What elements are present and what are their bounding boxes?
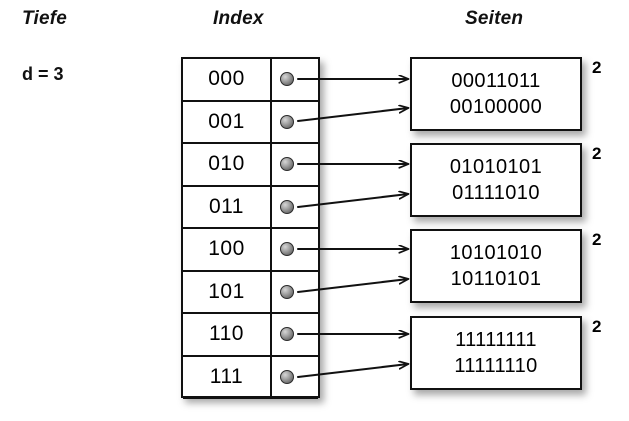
page-record-line: 11111110 xyxy=(454,355,538,377)
index-key-label: 101 xyxy=(183,271,272,312)
index-pointer-cell[interactable] xyxy=(272,272,318,313)
page-count-label: 2 xyxy=(592,144,602,163)
index-pointer-cell[interactable] xyxy=(272,314,318,355)
column-heading-pages: Seiten xyxy=(465,8,524,29)
index-pointer-cell[interactable] xyxy=(272,187,318,228)
index-pointer-cell[interactable] xyxy=(272,229,318,270)
column-heading-index: Index xyxy=(213,8,264,29)
page-box[interactable]: 10101010 10110101 xyxy=(410,229,582,303)
index-key-label: 100 xyxy=(183,229,272,270)
index-key-label: 001 xyxy=(183,101,272,142)
index-pointer-cell[interactable] xyxy=(272,144,318,185)
index-key-label: 111 xyxy=(183,356,272,397)
index-pointer-cell[interactable] xyxy=(272,59,318,100)
index-row[interactable]: 100 xyxy=(183,229,318,272)
page-count-label: 2 xyxy=(592,317,602,336)
pointer-dot-icon xyxy=(280,72,294,87)
page-box[interactable]: 00011011 00100000 xyxy=(410,57,582,131)
index-key-label: 010 xyxy=(183,144,272,185)
pointer-dot-icon xyxy=(280,284,294,299)
page-record-line: 00100000 xyxy=(449,96,543,118)
index-row[interactable]: 111 xyxy=(183,356,318,399)
pointer-dot-icon xyxy=(280,369,294,384)
pointer-dot-icon xyxy=(280,199,294,214)
index-key-label: 110 xyxy=(183,314,272,355)
index-pointer-cell[interactable] xyxy=(272,357,318,398)
pointer-dot-icon xyxy=(280,114,294,129)
column-heading-depth: Tiefe xyxy=(22,8,68,29)
index-table: 000 001 010 011 100 xyxy=(181,57,320,399)
pointer-dot-icon xyxy=(280,157,294,172)
index-row[interactable]: 000 xyxy=(183,59,318,102)
page-record-line: 00011011 xyxy=(451,70,541,92)
index-row[interactable]: 011 xyxy=(183,186,318,229)
index-pointer-cell[interactable] xyxy=(272,102,318,143)
index-row[interactable]: 001 xyxy=(183,101,318,144)
index-key-label: 000 xyxy=(183,59,272,100)
page-box[interactable]: 01010101 01111010 xyxy=(410,143,582,217)
index-key-label: 011 xyxy=(183,186,272,227)
page-record-line: 01111010 xyxy=(452,182,540,204)
page-count-label: 2 xyxy=(592,230,602,249)
depth-value-label: d = 3 xyxy=(22,64,64,84)
page-record-line: 01010101 xyxy=(449,156,543,178)
page-record-line: 11111111 xyxy=(455,329,537,351)
index-row[interactable]: 110 xyxy=(183,314,318,357)
page-record-line: 10110101 xyxy=(450,268,542,290)
page-record-line: 10101010 xyxy=(449,242,543,264)
page-count-label: 2 xyxy=(592,58,602,77)
page-box[interactable]: 11111111 11111110 xyxy=(410,316,582,390)
index-row[interactable]: 101 xyxy=(183,271,318,314)
pointer-dot-icon xyxy=(280,327,294,342)
index-row[interactable]: 010 xyxy=(183,144,318,187)
pointer-dot-icon xyxy=(280,242,294,257)
